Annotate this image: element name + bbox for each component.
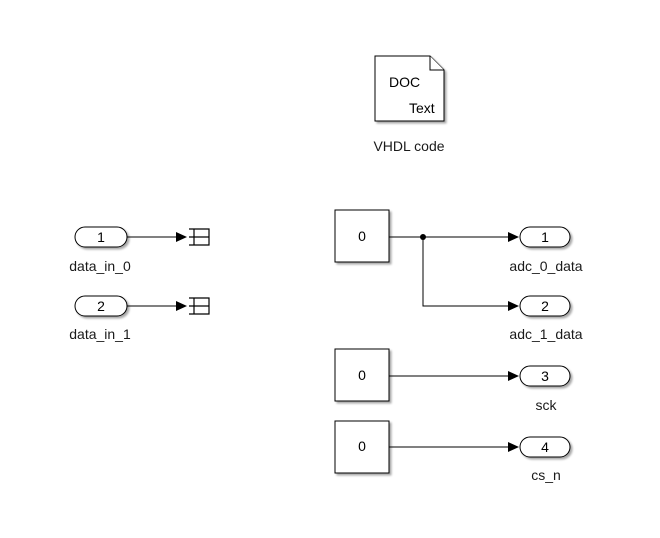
constant-value: 0 — [358, 228, 366, 244]
terminator-shape — [189, 228, 210, 246]
terminator-block-2[interactable] — [189, 297, 210, 315]
outport-label-cs-n: cs_n — [531, 467, 561, 483]
constant-shape — [334, 348, 390, 402]
outport-shape — [519, 226, 571, 248]
outport-label-sck: sck — [535, 397, 557, 413]
outport-number: 4 — [541, 439, 549, 455]
doc-fold-corner — [429, 56, 444, 71]
outport-number: 3 — [541, 368, 549, 384]
arrowhead — [508, 232, 519, 242]
arrowhead — [176, 232, 187, 242]
doc-block-top-text: DOC — [389, 74, 420, 90]
doc-block-caption: VHDL code — [373, 138, 445, 154]
outport-number: 2 — [541, 298, 549, 314]
terminator-shape — [189, 297, 210, 315]
inport-label-data-in-1: data_in_1 — [69, 326, 131, 342]
terminator-block-1[interactable] — [189, 228, 210, 246]
constant-value: 0 — [358, 367, 366, 383]
outport-block-2[interactable]: 2 — [519, 295, 571, 317]
arrowhead — [508, 301, 519, 311]
outport-shape — [519, 365, 571, 387]
arrowhead — [508, 442, 519, 452]
inport-number: 2 — [97, 298, 105, 314]
outport-label-adc-1-data: adc_1_data — [509, 326, 583, 342]
signal-line[interactable] — [422, 237, 509, 307]
doc-block-shape — [374, 55, 445, 122]
constant-shape — [334, 209, 390, 263]
doc-block[interactable]: DOC Text — [374, 55, 445, 122]
constant-shape — [334, 420, 390, 474]
inport-block-1[interactable]: 1 — [74, 226, 128, 248]
outport-shape — [519, 295, 571, 317]
outport-block-1[interactable]: 1 — [519, 226, 571, 248]
inport-label-data-in-0: data_in_0 — [69, 258, 131, 274]
constant-block-3[interactable]: 0 — [334, 420, 390, 474]
outport-label-adc-0-data: adc_0_data — [509, 258, 583, 274]
inport-number: 1 — [97, 229, 105, 245]
inport-block-2[interactable]: 2 — [74, 295, 128, 317]
doc-block-bottom-text: Text — [409, 100, 435, 116]
outport-number: 1 — [541, 229, 549, 245]
outport-block-3[interactable]: 3 — [519, 365, 571, 387]
constant-value: 0 — [358, 438, 366, 454]
outport-block-4[interactable]: 4 — [519, 436, 571, 458]
arrowhead — [176, 301, 187, 311]
constant-block-1[interactable]: 0 — [334, 209, 390, 263]
arrowhead — [508, 371, 519, 381]
constant-block-2[interactable]: 0 — [334, 348, 390, 402]
outport-shape — [519, 436, 571, 458]
